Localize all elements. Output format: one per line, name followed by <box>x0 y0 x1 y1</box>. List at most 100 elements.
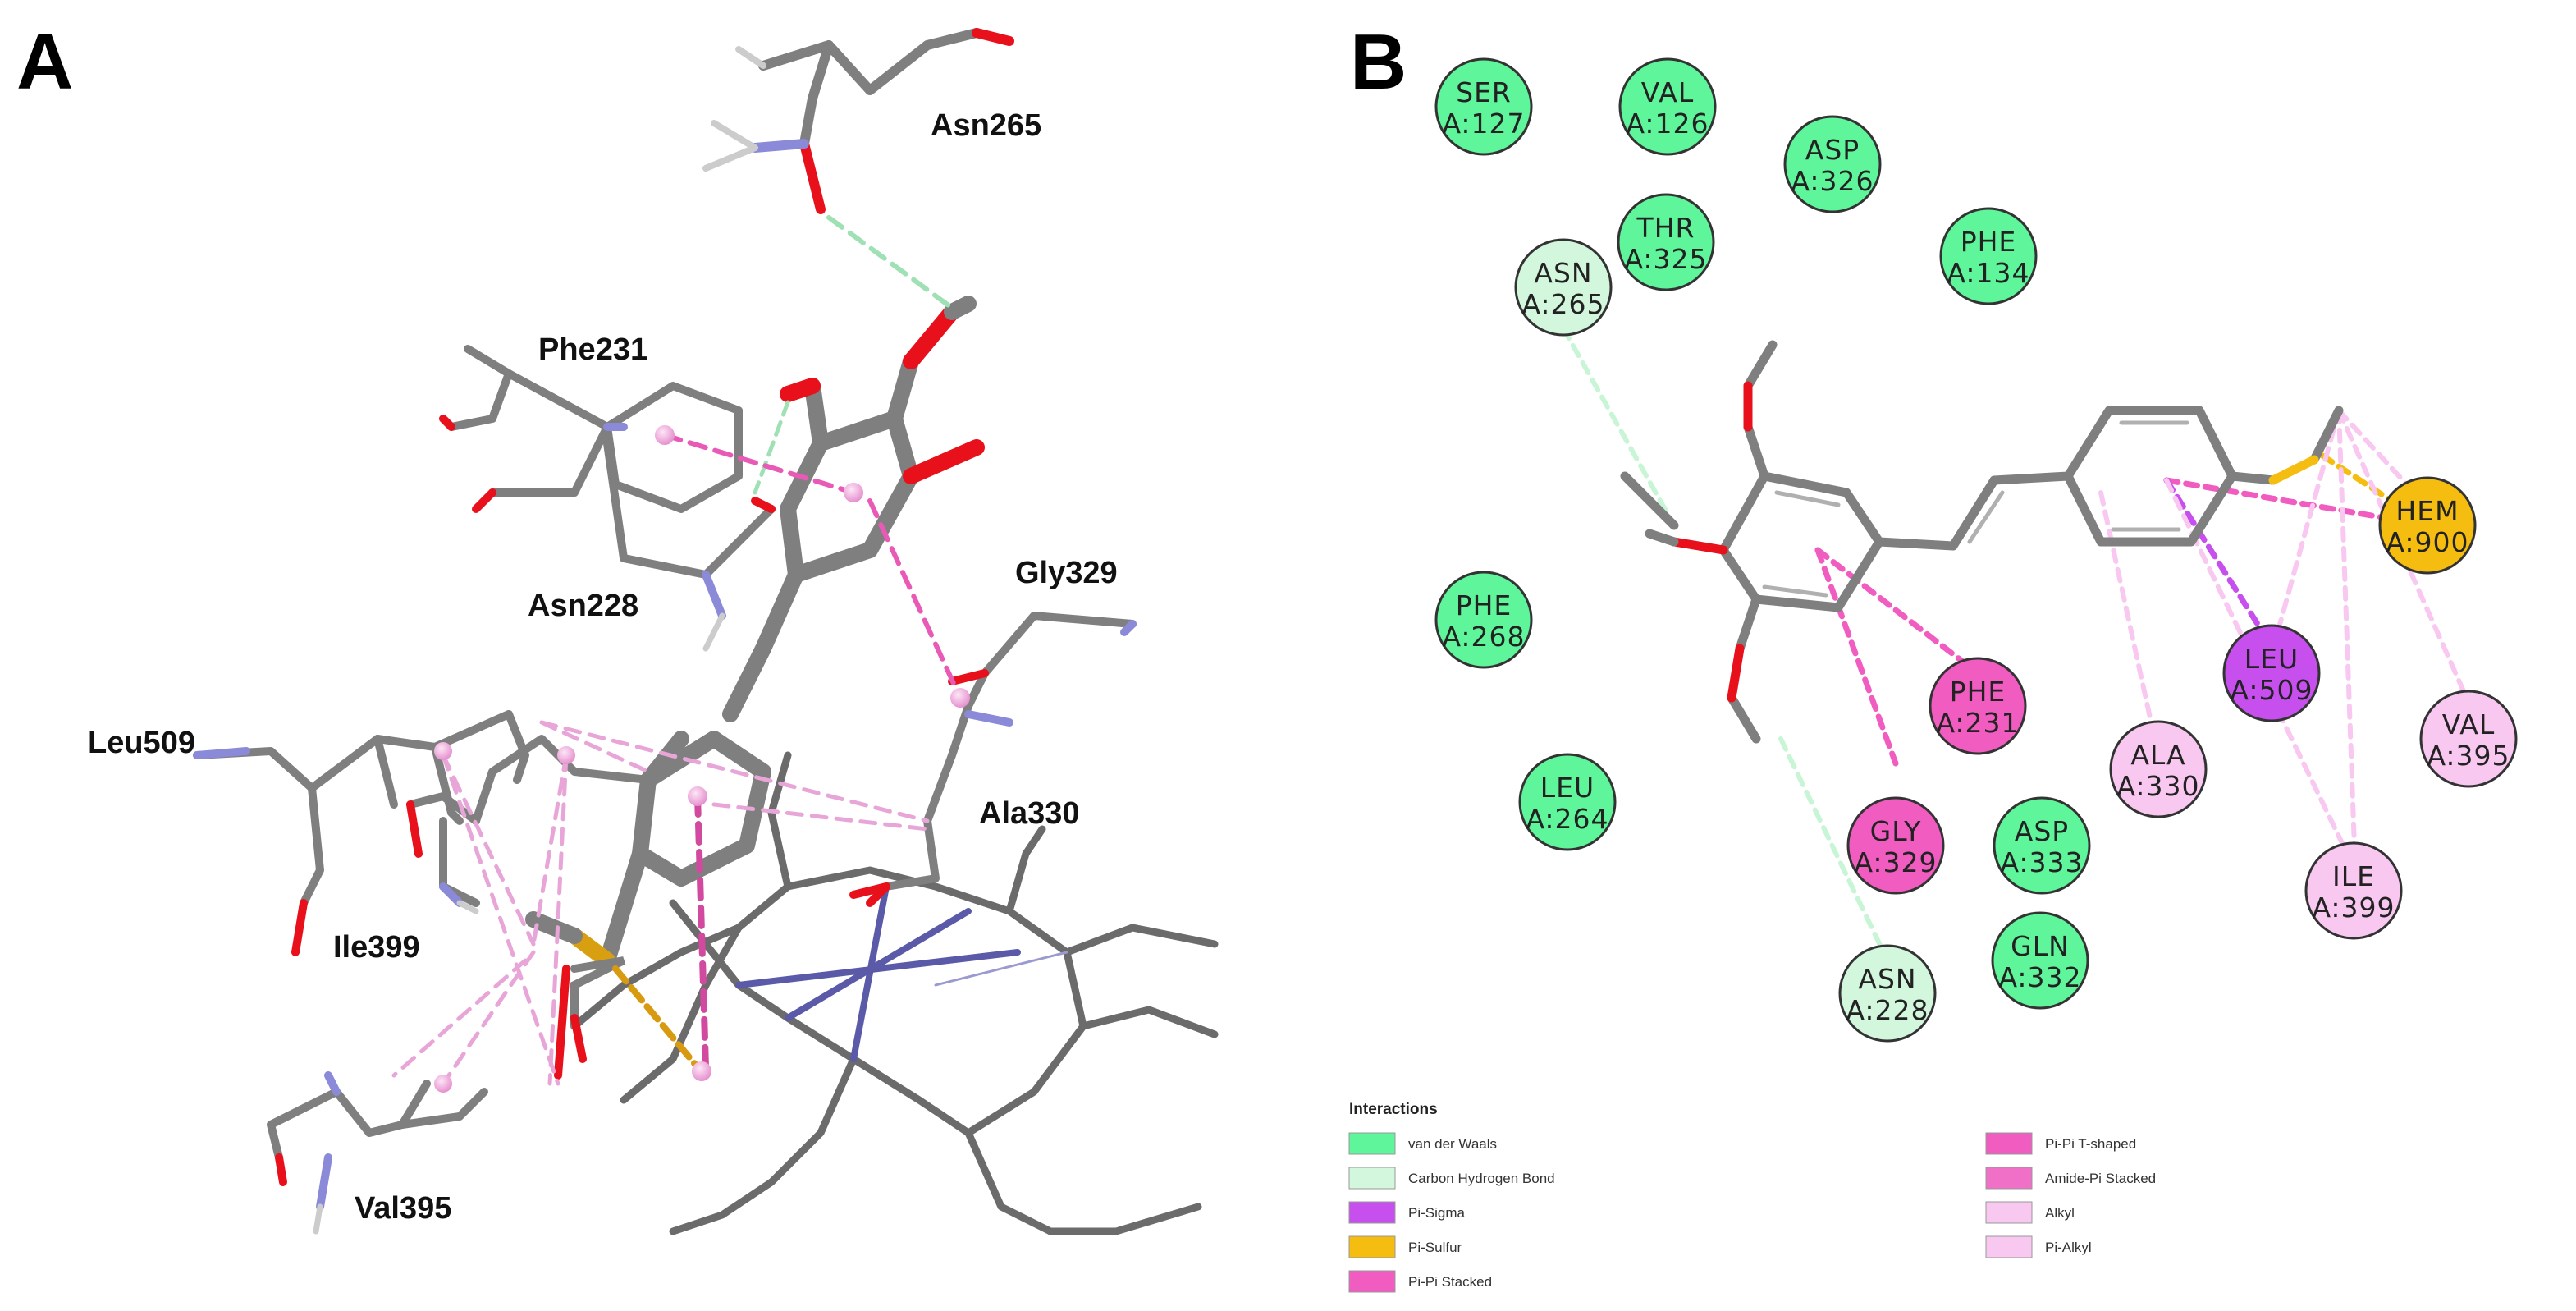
residue-circle <box>1838 944 1937 1043</box>
residue-name: GLN <box>2011 930 2070 962</box>
residue-position: A:399 <box>2312 892 2395 924</box>
legend-item: Amide-Pi Stacked <box>1985 1167 2156 1190</box>
legend-item: Carbon Hydrogen Bond <box>1348 1167 1555 1190</box>
residue-circle <box>2109 720 2208 818</box>
label-asn265: Asn265 <box>931 108 1041 143</box>
residue-position: A:509 <box>2230 674 2313 706</box>
gly-ala-sticks <box>849 612 1137 907</box>
residue-position: A:265 <box>1521 288 1604 320</box>
ile399-sticks <box>406 735 652 914</box>
residue-position: A:900 <box>2386 526 2468 558</box>
residue-position: A:326 <box>1791 165 1874 197</box>
label-ala330: Ala330 <box>979 796 1080 831</box>
legend-label: Alkyl <box>2045 1205 2075 1221</box>
residue-name: SER <box>1456 76 1512 108</box>
residue-circle <box>1991 911 2089 1010</box>
residue-name: ASP <box>1805 134 1860 166</box>
legend-item: Pi-Pi Stacked <box>1348 1270 1492 1293</box>
residue-position: A:325 <box>1624 243 1707 275</box>
legend-item: Pi-Pi T-shaped <box>1985 1132 2136 1155</box>
legend-label: Pi-Pi Stacked <box>1408 1274 1492 1290</box>
residue-position: A:330 <box>2116 770 2199 802</box>
residue-circle <box>1618 57 1717 156</box>
label-ile399: Ile399 <box>333 930 420 965</box>
centroid-balls <box>434 425 970 1093</box>
residue-circle <box>1434 57 1533 156</box>
residue-name: VAL <box>1641 76 1694 108</box>
heme-propionate <box>554 956 626 1080</box>
interactions-3d <box>391 215 963 1086</box>
legend-swatch <box>1985 1167 2033 1190</box>
residue-circle <box>1993 796 2091 895</box>
residue-name: ASP <box>2015 815 2069 847</box>
phe231-asn228-sticks <box>439 345 776 652</box>
panel-a-letter: A <box>16 18 73 106</box>
legend-label: Amide-Pi Stacked <box>2045 1171 2156 1186</box>
residue-position: A:231 <box>1936 707 2019 739</box>
residue-circle <box>1783 115 1882 213</box>
residue-position: A:333 <box>2000 846 2083 878</box>
legend-item: van der Waals <box>1348 1132 1497 1155</box>
legend-swatch <box>1348 1235 1396 1258</box>
residue-circle <box>1846 796 1945 895</box>
residue-position: A:395 <box>2427 740 2510 772</box>
residue-circle <box>1518 753 1617 851</box>
panel-b: B <box>1348 18 2518 1293</box>
legend-item: Pi-Sulfur <box>1348 1235 1462 1258</box>
residue-position: A:264 <box>1526 803 1608 835</box>
legend-swatch <box>1348 1270 1396 1293</box>
leu509-sticks <box>193 710 529 956</box>
residue-circle <box>2419 690 2518 788</box>
residue-name: ILE <box>2332 860 2375 892</box>
residue-position: A:126 <box>1626 108 1709 140</box>
residue-position: A:329 <box>1854 846 1937 878</box>
residue-position: A:228 <box>1846 994 1929 1026</box>
residue-circle <box>1617 193 1715 291</box>
legend-label: Pi-Sigma <box>1408 1205 1466 1221</box>
panel-b-letter: B <box>1350 18 1407 106</box>
legend-swatch <box>1985 1132 2033 1155</box>
residue-circle <box>1434 571 1533 669</box>
residue-name: THR <box>1636 212 1695 244</box>
residue-name: PHE <box>1950 676 2006 708</box>
label-phe231: Phe231 <box>538 332 647 367</box>
residue-position: A:134 <box>1947 257 2029 289</box>
residue-name: ASN <box>1858 963 1916 995</box>
legend-label: Pi-Pi T-shaped <box>2045 1136 2136 1152</box>
residue-name: LEU <box>1540 772 1595 804</box>
residue-circle <box>1929 657 2027 755</box>
legend-label: Carbon Hydrogen Bond <box>1408 1171 1555 1186</box>
residue-name: PHE <box>1961 226 2017 258</box>
val395-sticks <box>267 1071 488 1235</box>
residue-circle <box>2222 624 2321 722</box>
heme-group <box>570 751 1219 1235</box>
residue-name: VAL <box>2442 708 2495 740</box>
legend-swatch <box>1985 1235 2033 1258</box>
residue-name: HEM <box>2395 495 2459 527</box>
residue-name: LEU <box>2244 643 2299 675</box>
asn265-sticks <box>702 28 1014 214</box>
legend-swatch <box>1348 1167 1396 1190</box>
ligand-sticks <box>525 296 985 969</box>
residue-circle <box>1939 207 2038 305</box>
residue-nodes: SERA:127VALA:126ASPA:326ASNA:265THRA:325… <box>1434 57 2518 1043</box>
legend-label: Pi-Sulfur <box>1408 1240 1462 1255</box>
panel-a: A <box>16 18 1219 1235</box>
ligand-2d <box>1620 340 2344 744</box>
